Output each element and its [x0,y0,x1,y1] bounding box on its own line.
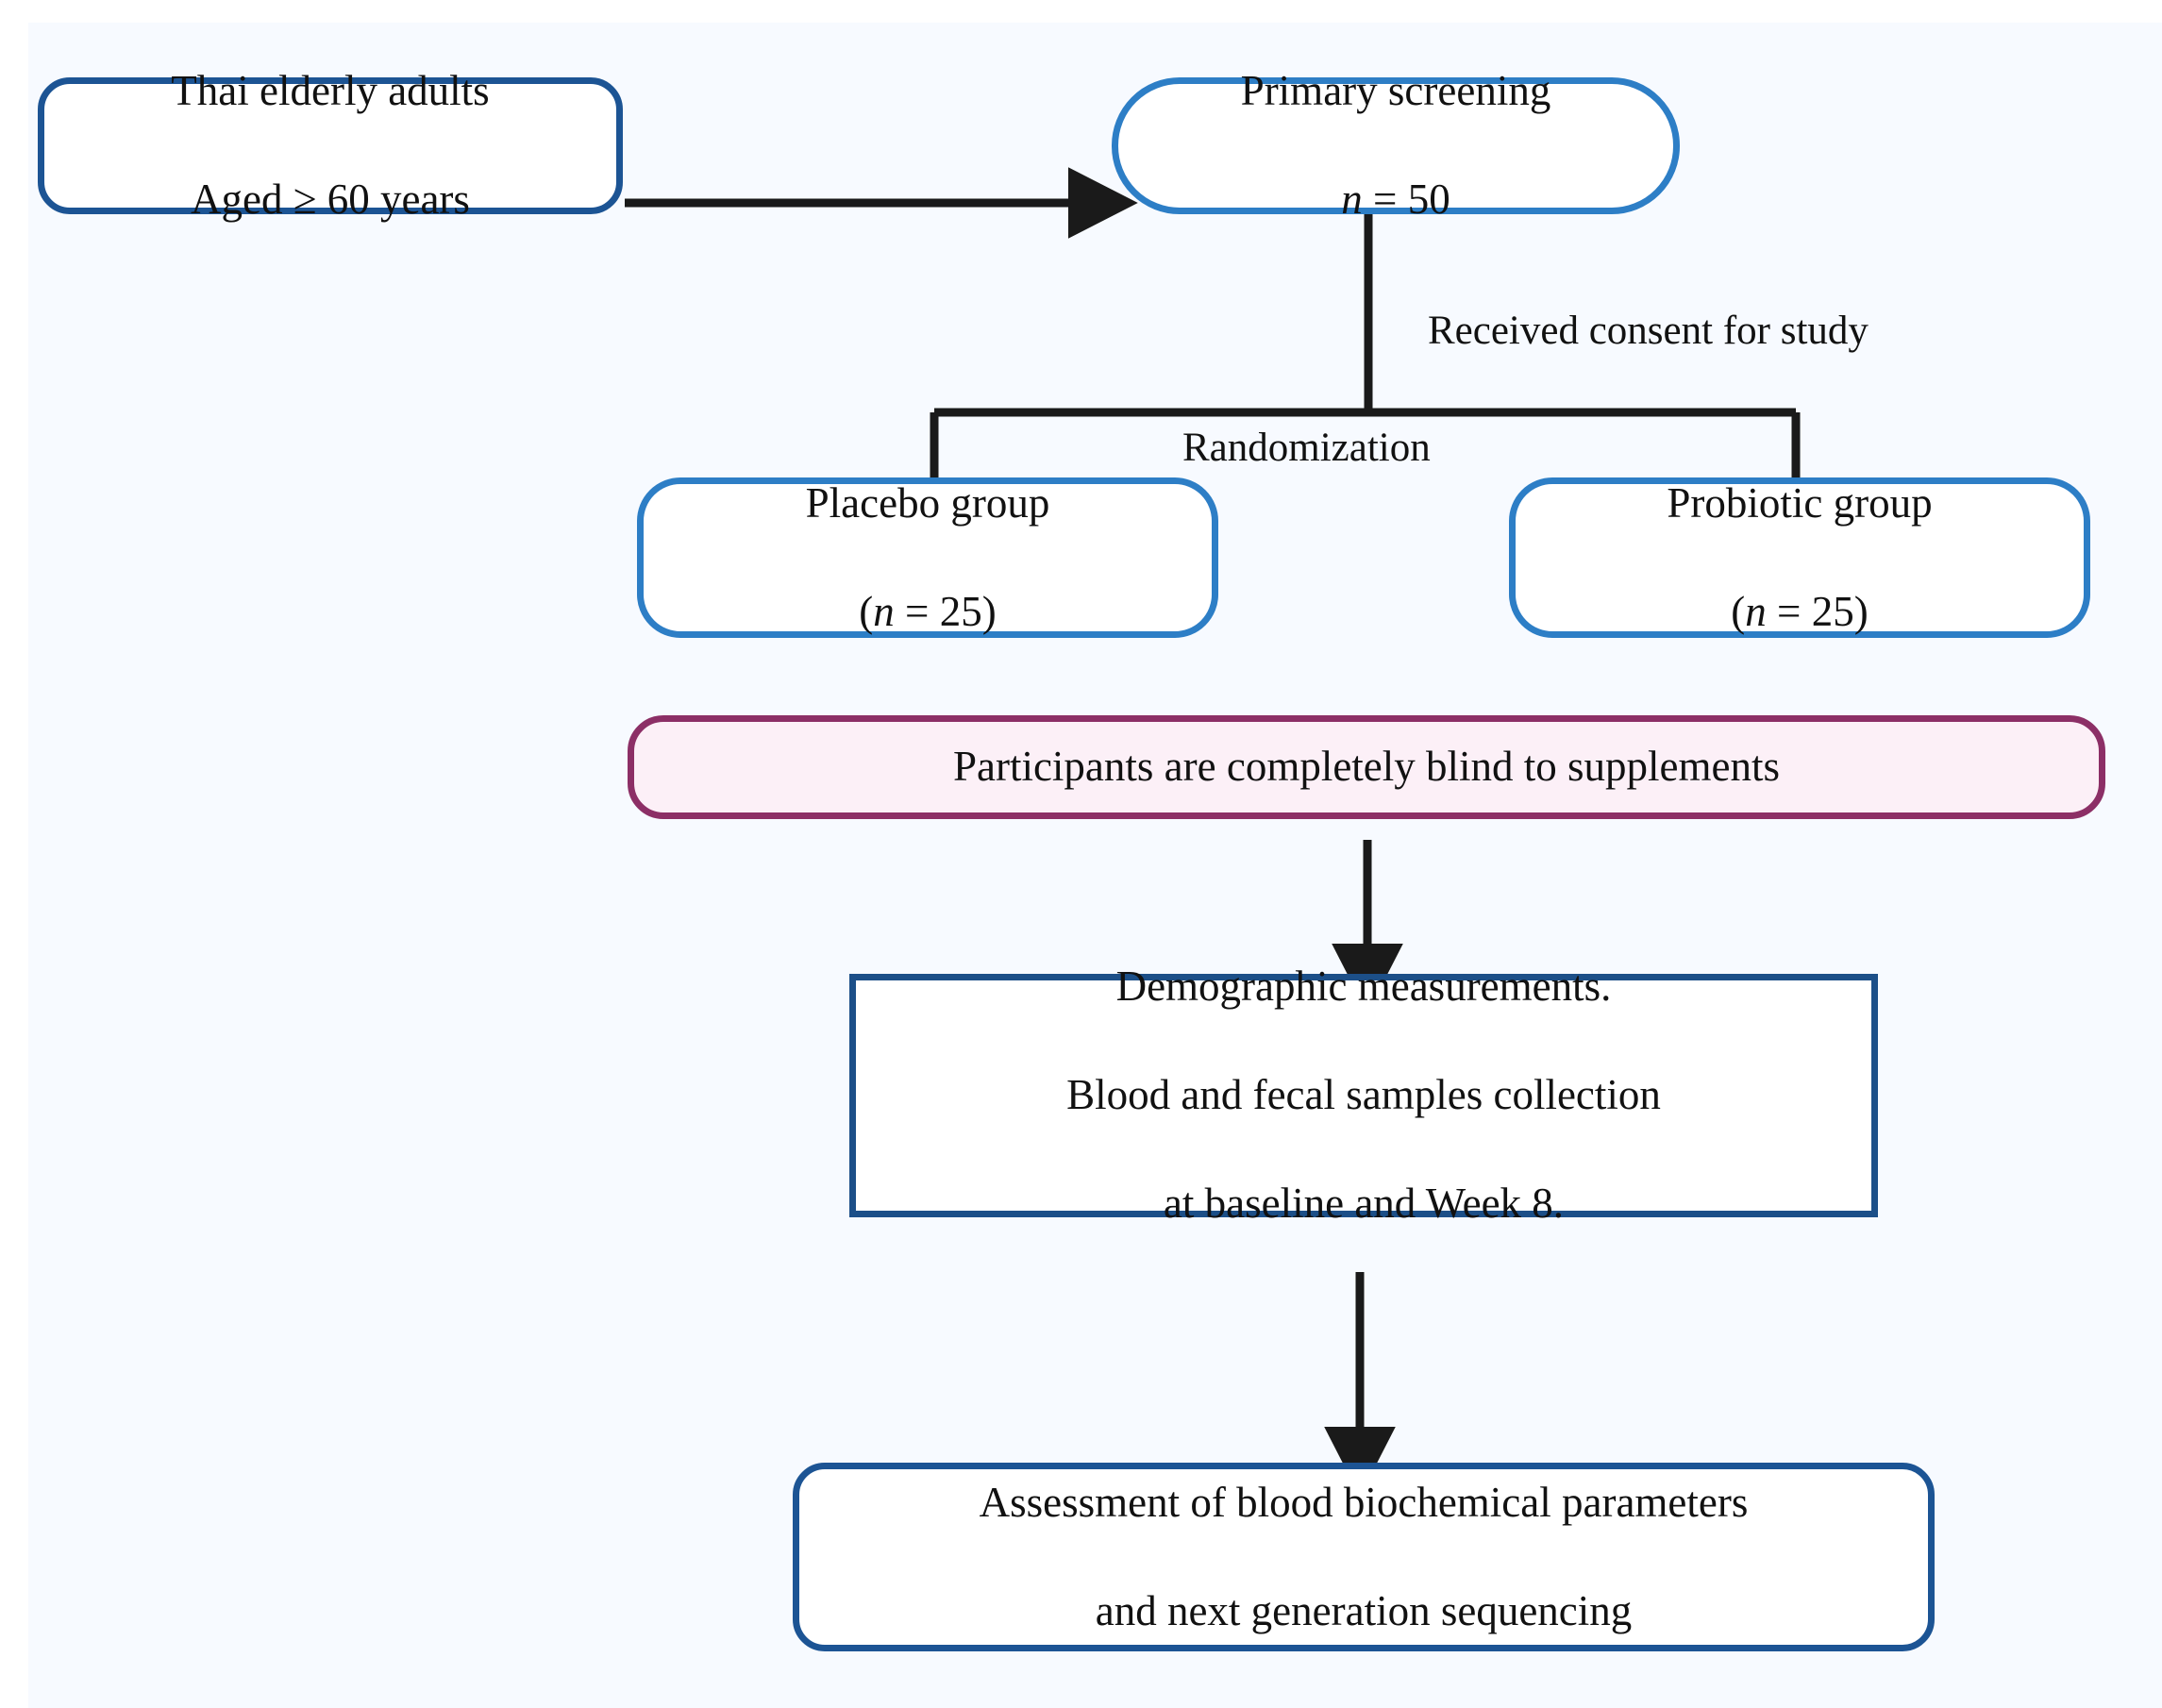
node-assessment-line2: and next generation sequencing [1095,1586,1633,1634]
node-probiotic-group[interactable]: Probiotic group (n = 25) [1509,477,2090,638]
n-value: 25 [1811,587,1854,635]
n-equals: = [1766,587,1812,635]
node-placebo-text: Placebo group (n = 25) [806,422,1050,694]
node-measurements-line2: Blood and fecal samples collection [1066,1071,1661,1119]
node-measurements-text: Demographic measurements. Blood and feca… [1066,905,1661,1285]
node-placebo-line2: (n = 25) [806,585,1050,640]
edge-label-randomization: Randomization [1182,426,1431,470]
node-measurements-line1: Demographic measurements. [1115,963,1612,1011]
node-probiotic-line1: Probiotic group [1667,478,1933,527]
paren-close: ) [981,587,997,635]
node-population-text: Thai elderly adults Aged ≥ 60 years [171,10,489,282]
node-screening-text: Primary screening n = 50 [1241,10,1551,282]
n-value: 50 [1407,176,1450,224]
node-screening-line1: Primary screening [1240,67,1551,115]
node-blinding-statement[interactable]: Participants are completely blind to sup… [628,715,2105,819]
n-symbol: n [1745,587,1767,635]
node-population-line2: Aged ≥ 60 years [191,176,470,224]
node-blinding-text: Participants are completely blind to sup… [952,743,1781,791]
n-equals: = [1362,176,1408,224]
node-assessment[interactable]: Assessment of blood biochemical paramete… [793,1463,1935,1651]
node-placebo-group[interactable]: Placebo group (n = 25) [637,477,1218,638]
node-primary-screening[interactable]: Primary screening n = 50 [1112,67,1680,223]
n-equals: = [894,587,940,635]
node-measurements-line3: at baseline and Week 8. [1163,1180,1565,1228]
paren-close: ) [1853,587,1869,635]
n-symbol: n [873,587,895,635]
node-measurements[interactable]: Demographic measurements. Blood and feca… [849,963,1878,1227]
node-assessment-text: Assessment of blood biochemical paramete… [980,1421,1749,1693]
node-probiotic-line2: (n = 25) [1667,585,1932,640]
node-placebo-line1: Placebo group [805,478,1050,527]
diagram-background [28,23,2162,1708]
node-population-line1: Thai elderly adults [171,67,490,115]
node-assessment-line1: Assessment of blood biochemical paramete… [979,1478,1749,1526]
n-symbol: n [1341,176,1363,224]
paren-open: ( [859,587,874,635]
node-population[interactable]: Thai elderly adults Aged ≥ 60 years [38,67,623,223]
node-screening-line2: n = 50 [1241,173,1551,227]
edge-label-received-consent: Received consent for study [1428,309,1869,353]
node-probiotic-text: Probiotic group (n = 25) [1667,422,1932,694]
paren-open: ( [1731,587,1746,635]
n-value: 25 [939,587,982,635]
